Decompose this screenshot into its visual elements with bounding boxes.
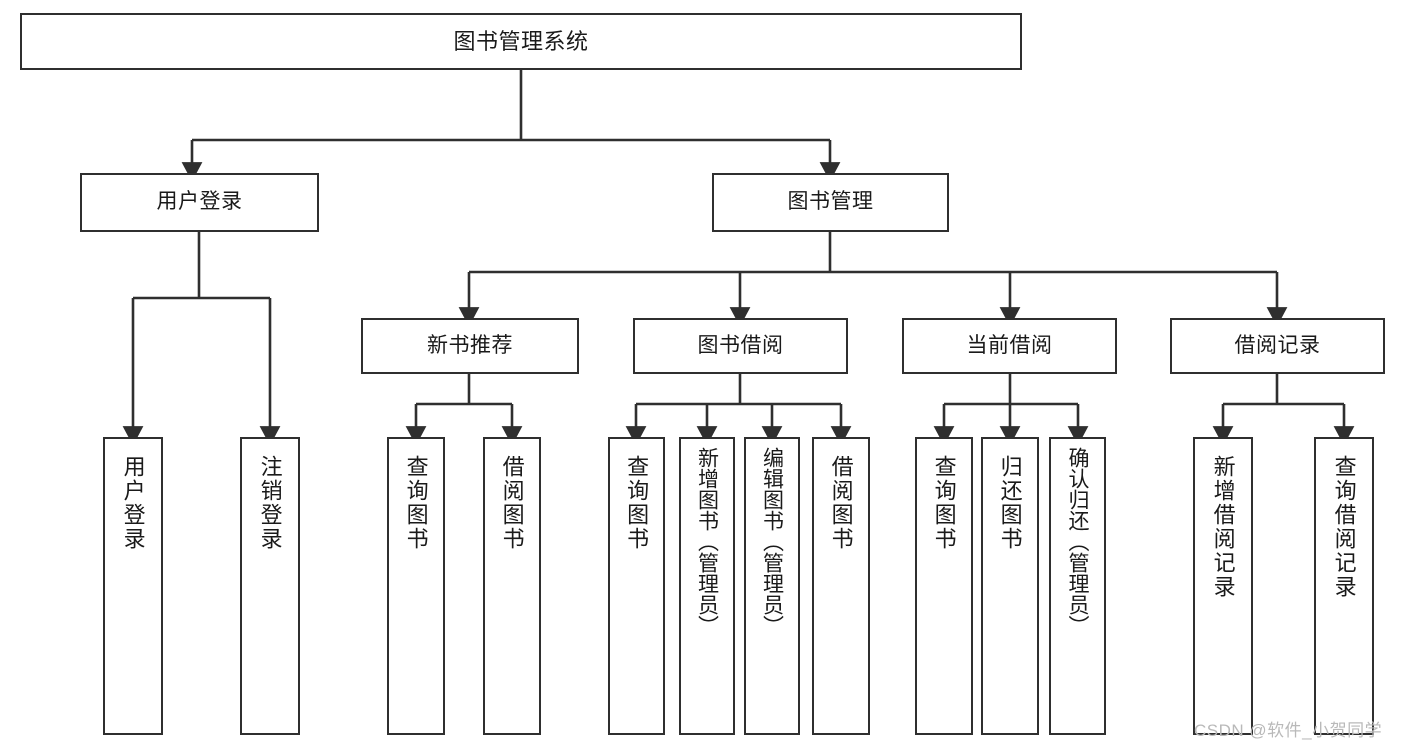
node-leaf-query-borrow-record[interactable]: 查询借阅记录 — [1314, 437, 1374, 735]
node-leaf-user-login[interactable]: 用户登录 — [103, 437, 163, 735]
node-label: 查询图书 — [403, 455, 429, 551]
node-label: 编辑图书（管理员） — [760, 447, 784, 636]
node-leaf-add-book-admin[interactable]: 新增图书（管理员） — [679, 437, 735, 735]
node-root-book-management-system[interactable]: 图书管理系统 — [20, 13, 1022, 70]
node-leaf-edit-book-admin[interactable]: 编辑图书（管理员） — [744, 437, 800, 735]
node-leaf-query-book-current[interactable]: 查询图书 — [915, 437, 973, 735]
node-label: 图书管理系统 — [453, 28, 589, 54]
node-label: 图书管理 — [787, 190, 874, 214]
node-leaf-query-book-recommend[interactable]: 查询图书 — [387, 437, 445, 735]
node-label: 借阅记录 — [1234, 333, 1321, 357]
node-new-book-recommend[interactable]: 新书推荐 — [361, 318, 579, 374]
node-current-borrow[interactable]: 当前借阅 — [902, 318, 1117, 374]
node-label: 查询借阅记录 — [1331, 455, 1357, 599]
node-label: 新书推荐 — [427, 333, 513, 357]
node-label: 确认归还（管理员） — [1066, 447, 1089, 636]
node-label: 图书借阅 — [697, 333, 784, 357]
node-label: 查询图书 — [931, 455, 957, 551]
node-leaf-return-book[interactable]: 归还图书 — [981, 437, 1039, 735]
csdn-watermark: CSDN @软件_小贺同学 — [1194, 721, 1383, 740]
node-label: 用户登录 — [156, 190, 243, 214]
node-label: 新增借阅记录 — [1210, 455, 1236, 599]
node-label: 用户登录 — [120, 455, 146, 551]
node-label: 查询图书 — [624, 455, 650, 551]
node-label: 注销登录 — [257, 455, 283, 551]
node-book-borrow[interactable]: 图书借阅 — [633, 318, 848, 374]
node-label: 当前借阅 — [966, 333, 1053, 357]
node-label: 归还图书 — [997, 455, 1023, 551]
node-label: 借阅图书 — [499, 455, 525, 551]
node-borrow-records[interactable]: 借阅记录 — [1170, 318, 1385, 374]
node-leaf-logout[interactable]: 注销登录 — [240, 437, 300, 735]
node-label: 新增图书（管理员） — [695, 447, 719, 636]
node-leaf-borrow-book-recommend[interactable]: 借阅图书 — [483, 437, 541, 735]
node-leaf-add-borrow-record[interactable]: 新增借阅记录 — [1193, 437, 1253, 735]
node-leaf-borrow-book-borrow[interactable]: 借阅图书 — [812, 437, 870, 735]
node-book-management[interactable]: 图书管理 — [712, 173, 949, 232]
node-user-login[interactable]: 用户登录 — [80, 173, 319, 232]
node-leaf-query-book-borrow[interactable]: 查询图书 — [608, 437, 665, 735]
node-label: 借阅图书 — [828, 455, 854, 551]
node-leaf-confirm-return-admin[interactable]: 确认归还（管理员） — [1049, 437, 1106, 735]
